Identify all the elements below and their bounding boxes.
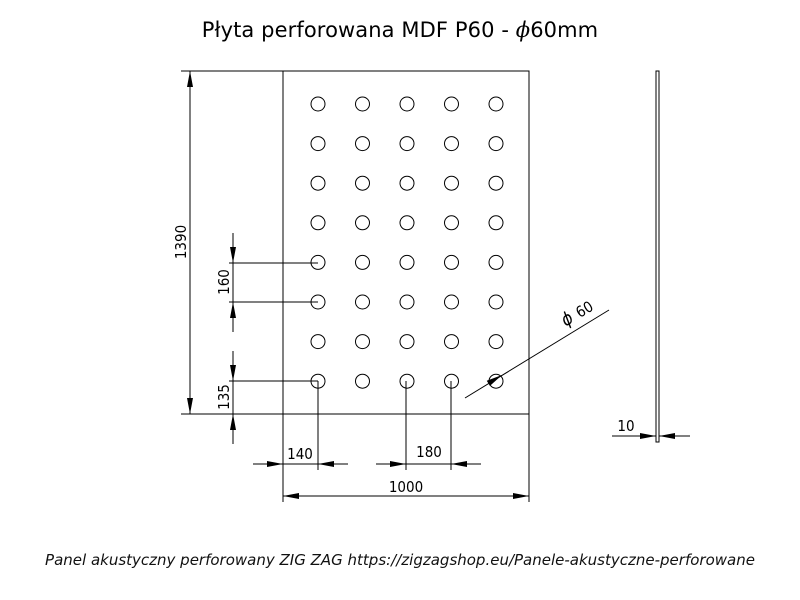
perforation-hole [355,294,370,310]
perforation-hole [444,254,459,270]
perforation-hole [488,294,504,310]
dimension-edge-offset-left-label: 140 [287,445,313,463]
footer-caption: Panel akustyczny perforowany ZIG ZAG htt… [45,551,755,569]
dimension-hole-diameter-label: ϕ60 [557,296,597,331]
perforation-hole [488,136,504,152]
perforation-hole [355,334,370,350]
dimension-hole-spacing-vertical: 160 [215,233,318,332]
dimension-edge-offset-bottom: 135 [215,351,318,444]
diameter-symbol: ϕ [515,18,531,42]
side-view: 10 [612,70,690,443]
dimension-hole-spacing-horizontal-label: 180 [416,443,442,461]
dimension-thickness-label: 10 [617,417,634,435]
perforation-hole [488,334,504,350]
dimension-edge-offset-left: 140 [253,381,348,502]
perforation-hole [399,334,415,350]
hole-grid [310,96,504,389]
perforation-hole [399,254,415,270]
perforation-hole [399,215,415,231]
perforation-hole [355,96,370,112]
diameter-value-label: 60 [573,297,597,321]
perforation-hole [355,175,370,191]
perforation-hole [444,215,459,231]
perforation-hole [444,334,459,350]
dimension-width-label: 1000 [389,478,423,496]
drawing-title: Płyta perforowana MDF P60 - ϕ60mm [0,18,800,42]
perforation-hole [310,254,326,270]
title-suffix: 60mm [530,18,599,42]
perforation-hole [310,215,326,231]
perforation-hole [310,175,326,191]
perforation-hole [355,254,370,270]
perforation-hole [355,373,370,389]
perforation-hole [399,175,415,191]
perforation-hole [399,136,415,152]
dimension-hole-diameter: ϕ60 [464,296,610,399]
perforation-hole [488,254,504,270]
perforation-hole [444,175,459,191]
panel-outline [282,70,530,415]
perforation-hole [444,96,459,112]
perforation-hole [444,136,459,152]
perforation-hole [488,96,504,112]
dimension-width: 1000 [283,414,530,502]
title-text: Płyta perforowana MDF P60 - [201,18,516,42]
perforation-hole [444,294,459,310]
perforation-hole [310,334,326,350]
perforation-hole [355,215,370,231]
dimension-edge-offset-bottom-label: 135 [215,384,233,410]
perforation-hole [355,136,370,152]
perforation-hole [399,96,415,112]
perforation-hole [310,96,326,112]
panel-side-outline [655,70,660,443]
perforation-hole [488,215,504,231]
perforation-hole [488,175,504,191]
dimension-height: 1390 [172,70,283,415]
dimension-height-label: 1390 [172,225,190,259]
perforation-hole [310,136,326,152]
perforation-hole [399,373,415,389]
dimension-hole-spacing-vertical-label: 160 [215,269,233,295]
dimension-hole-spacing-horizontal: 180 [376,381,481,470]
perforation-hole [399,294,415,310]
